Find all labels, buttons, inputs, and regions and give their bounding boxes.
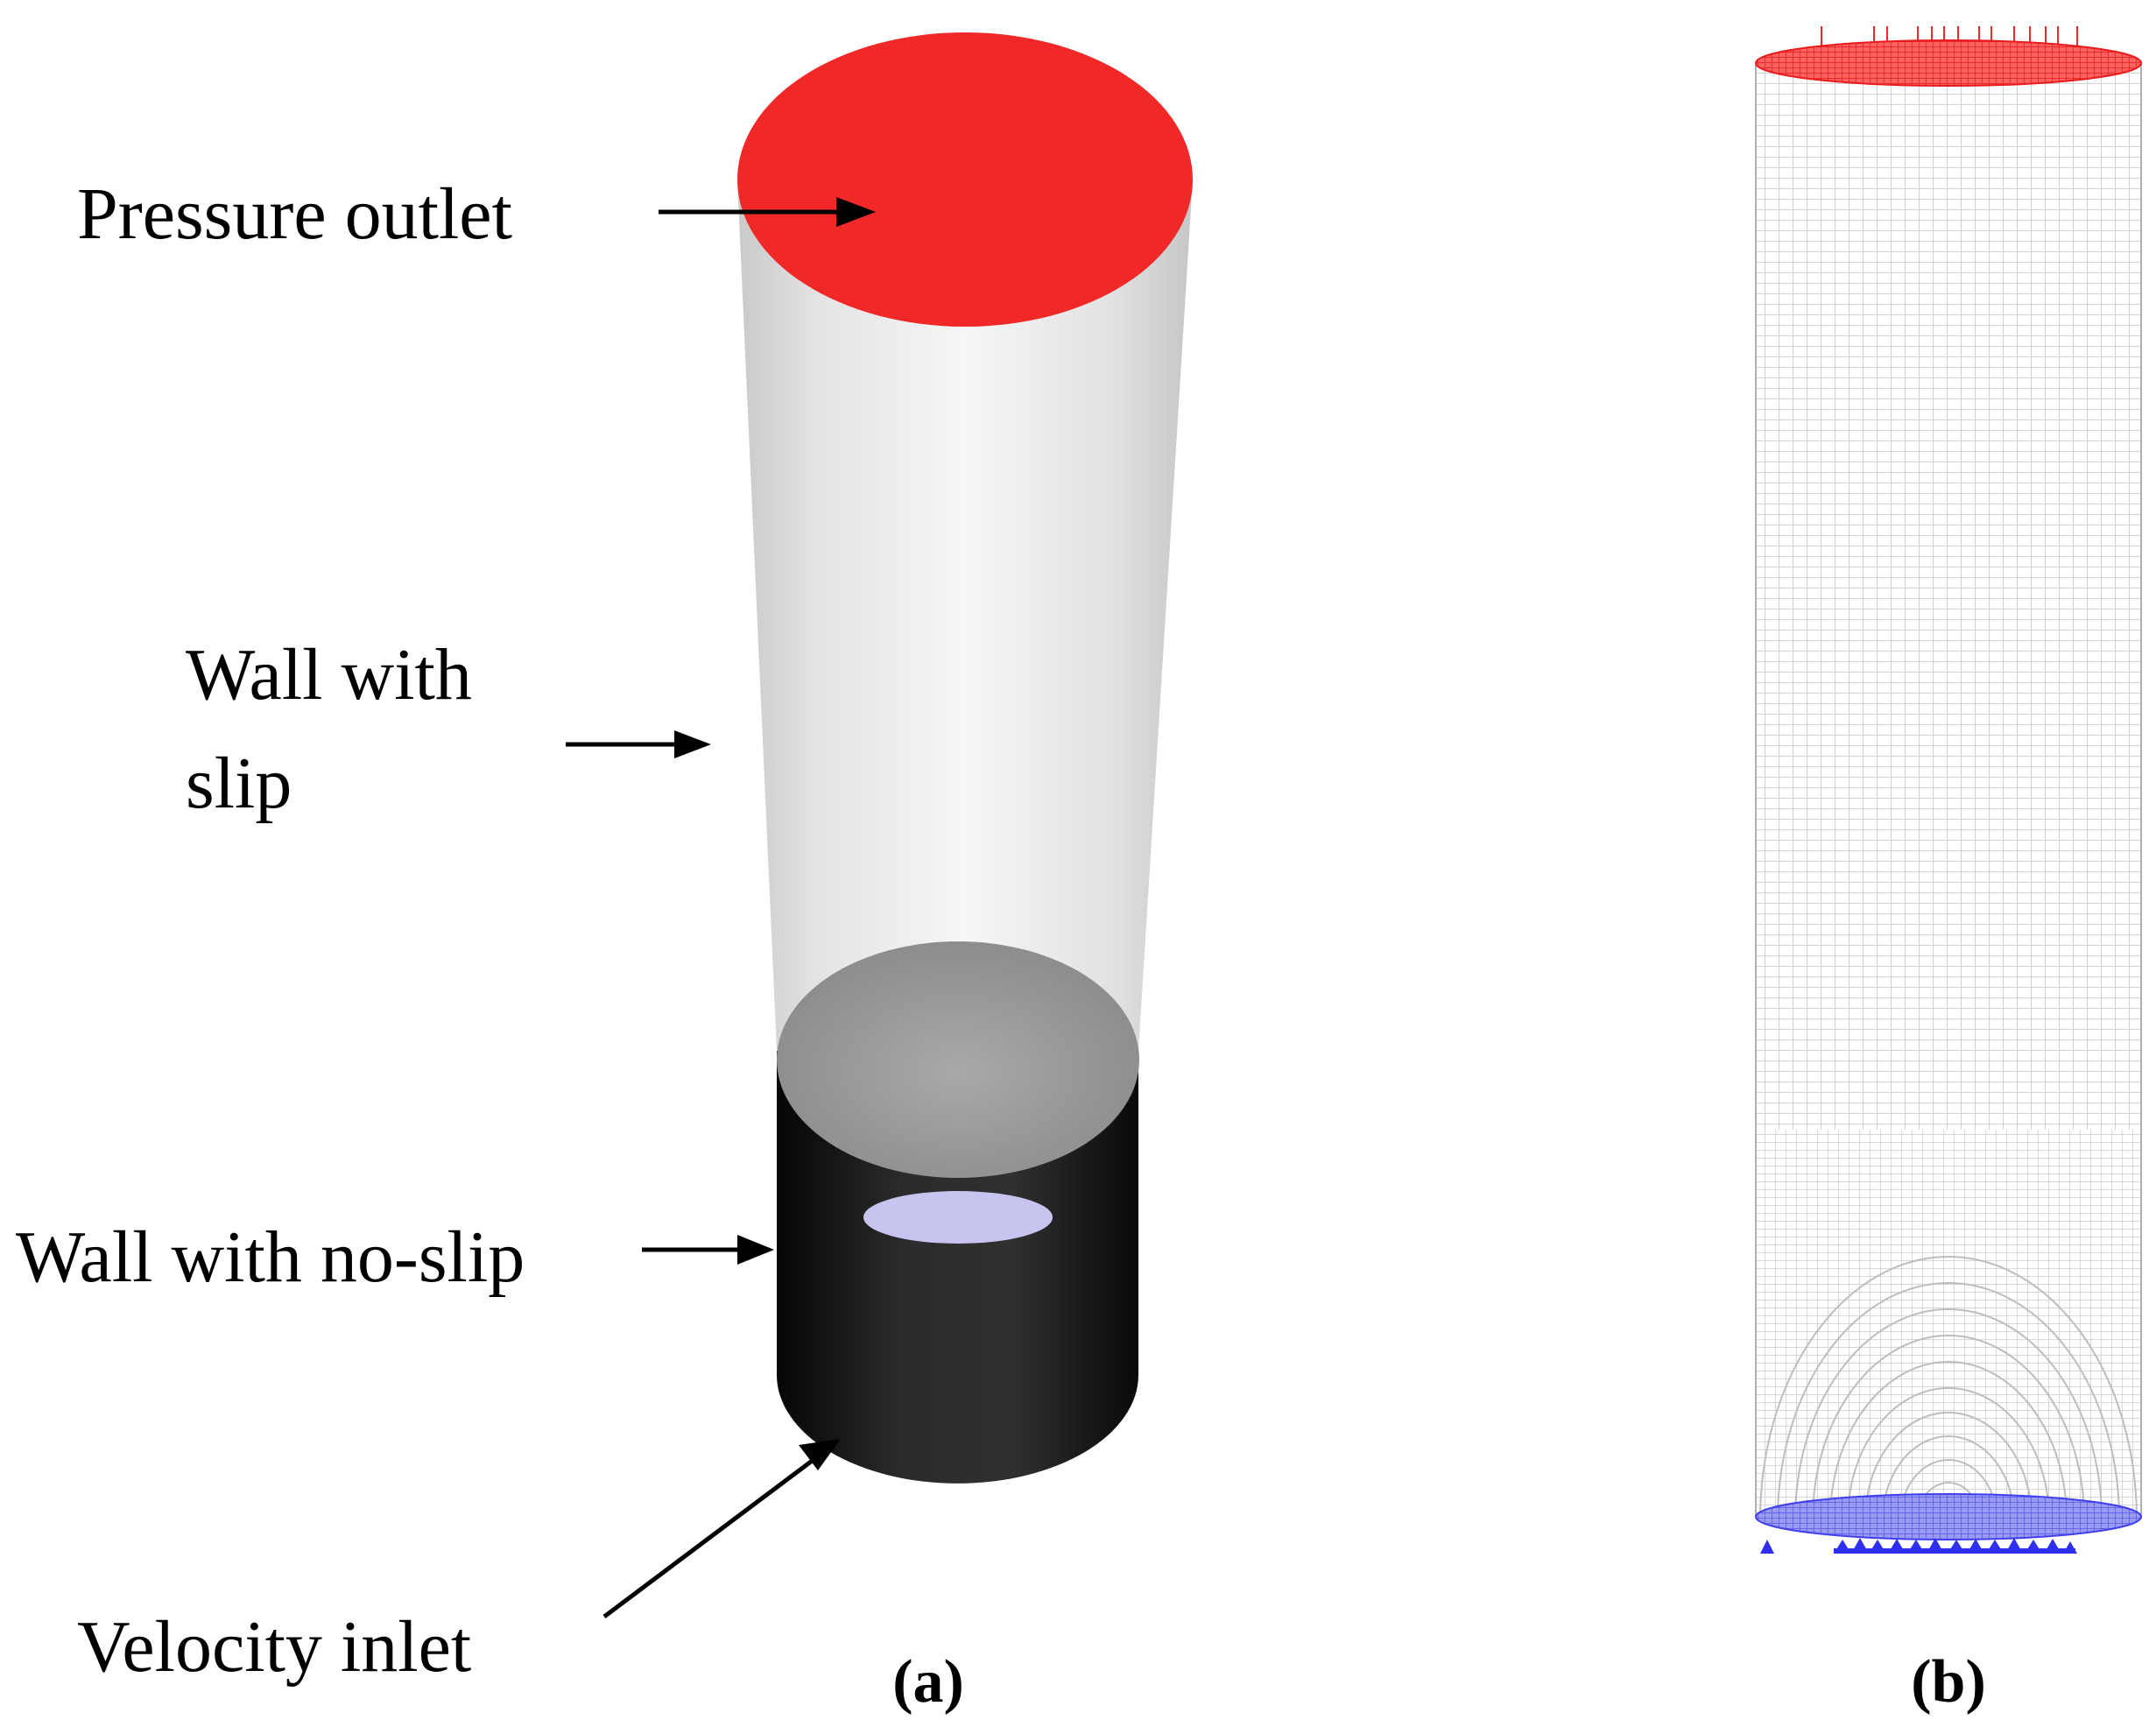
arrow-slip-wall [566,730,711,758]
label-velocity-inlet: Velocity inlet [77,1606,471,1688]
mesh-curved-rings [1759,1256,2138,1519]
label-slip-wall-line2: slip [186,743,292,824]
inner-bore [777,941,1139,1178]
mesh-outlet-face [1755,39,2142,87]
panel-a-geometry [737,32,1193,1484]
arrow-velocity-inlet [602,1439,841,1618]
mesh-outline [1755,63,2142,1517]
panel-a-caption: (a) [892,1648,964,1716]
panel-a-arrows [566,197,876,1618]
mesh-body [1756,63,2141,1534]
panel-b-mesh: (b) [1755,26,2142,1716]
mesh-lower-region [1756,1130,2141,1533]
label-slip-wall-line1: Wall with [186,634,472,715]
slip-wall-cylinder [737,180,1193,1051]
pressure-outlet-face [737,32,1193,327]
arrow-pressure-outlet [659,197,876,227]
velocity-inlet-face [863,1191,1053,1244]
panel-a-labels: Pressure outlet Wall with slip Wall with… [16,173,964,1716]
mesh-upper-region [1756,63,2141,1130]
panel-b-caption: (b) [1911,1648,1986,1716]
label-noslip-wall: Wall with no-slip [16,1216,525,1298]
mesh-inlet-face [1755,1493,2142,1540]
inlet-vector-band [1834,1548,2075,1554]
label-pressure-outlet: Pressure outlet [77,173,512,255]
arrow-noslip-wall [642,1235,774,1265]
